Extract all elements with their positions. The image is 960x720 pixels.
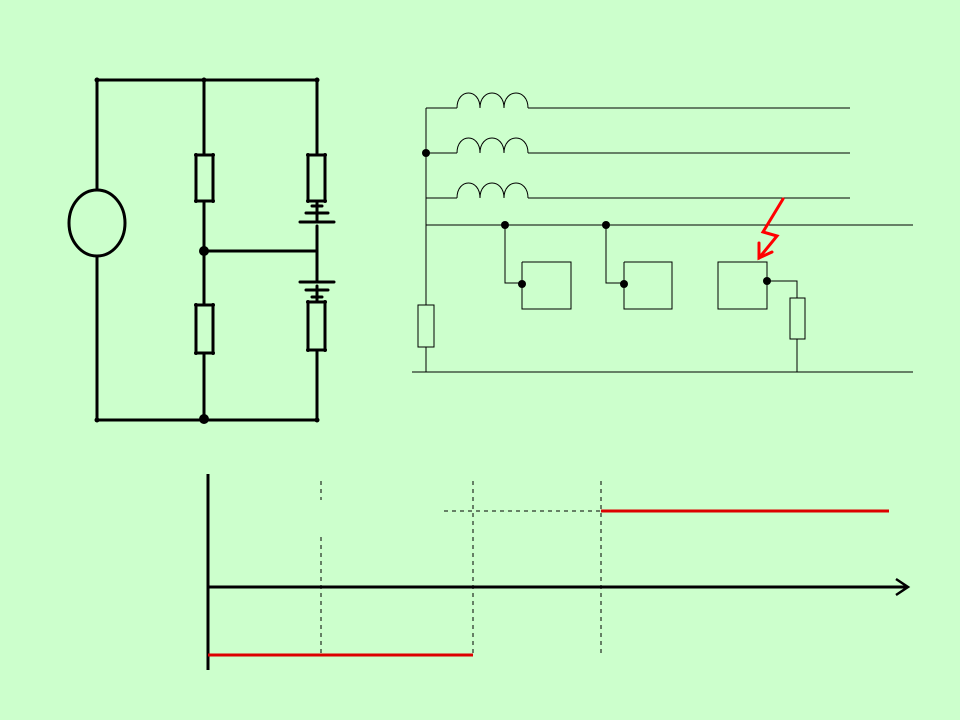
three-phase-network [412,92,913,373]
resistor-icon [306,153,327,203]
resistor-icon [194,303,215,355]
network-nodes [422,149,771,288]
resistor-icon [789,297,806,340]
bridge-circuit [67,78,327,422]
timing-graph [206,474,911,670]
equipment-2-lead [605,225,624,284]
inductor-coil-icon [456,182,529,199]
resistor-icon [306,300,327,352]
lightning-fault-icon [757,197,785,261]
equipment-3-ground-lead [767,280,798,298]
resistor-icon [194,153,215,203]
resistor-icon [417,304,435,348]
battery-icon [298,204,336,224]
axis-arrow-icon [895,577,911,597]
inductor-coil-icon [456,92,529,109]
equipment-box-icon [623,261,673,310]
equipment-box-icon [717,261,768,310]
battery-icon [298,280,336,299]
bridge-nodes [94,77,327,424]
equipment-box-icon [521,261,572,310]
equipment-1-lead [504,225,522,284]
voltage-source-icon [67,188,127,258]
inductor-coil-icon [456,137,529,154]
